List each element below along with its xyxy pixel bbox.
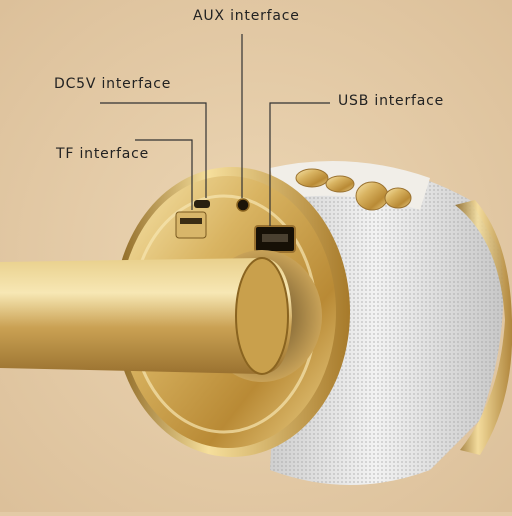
control-buttons: [295, 168, 412, 211]
microphone-handle: [0, 250, 322, 382]
usb-interface-label: USB interface: [338, 93, 445, 109]
callout-lines: [100, 34, 330, 226]
usb-port-inner: [262, 234, 288, 242]
dc5v-interface-label: DC5V interface: [54, 76, 172, 92]
port-panel: [175, 198, 296, 253]
aux-interface-label: AUX interface: [193, 8, 300, 24]
tf-card-slot: [180, 218, 202, 224]
dc5v-callout-line: [100, 102, 207, 198]
usb-callout-line: [269, 102, 330, 226]
tf-callout-line: [135, 139, 193, 210]
tf-interface-label: TF interface: [56, 146, 150, 162]
dc5v-port: [194, 200, 210, 208]
tf-slot: [175, 211, 207, 239]
aux-jack: [236, 198, 250, 212]
